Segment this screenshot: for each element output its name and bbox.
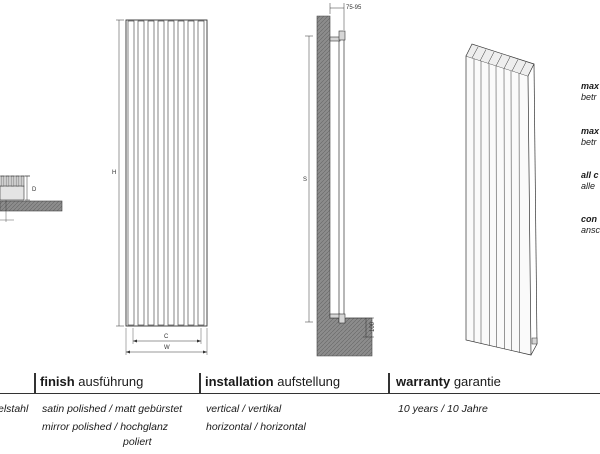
- side-note-2: max betr: [581, 126, 599, 148]
- finish-line-1: satin polished / matt gebürstet: [42, 403, 183, 415]
- warranty-label: garantie: [453, 374, 501, 389]
- top-view-section: [0, 175, 63, 222]
- installation-header: installation aufstellung: [205, 374, 340, 389]
- finish-key: finish: [40, 374, 75, 389]
- dim-bottom-gap-label: 100: [370, 321, 376, 332]
- side-note-2-title: max: [581, 126, 600, 136]
- isometric-view: [465, 43, 538, 356]
- installation-line-1: vertical / vertikal: [206, 403, 282, 415]
- side-note-4: con ansc: [581, 214, 600, 236]
- dim-h-label: H: [112, 170, 116, 176]
- side-note-3-title: all c: [581, 170, 599, 180]
- table-divider-1: [34, 373, 36, 393]
- side-elevation: [305, 3, 374, 357]
- warranty-header: warranty garantie: [396, 374, 501, 389]
- finish-label: ausführung: [78, 374, 144, 389]
- installation-key: installation: [205, 374, 274, 389]
- side-note-2-text: betr: [581, 137, 597, 147]
- side-note-3: all c alle: [581, 170, 599, 192]
- side-note-1-title: max: [581, 81, 600, 91]
- table-divider-3: [388, 373, 390, 393]
- finish-header: finish ausführung: [40, 374, 143, 389]
- side-note-4-title: con: [581, 214, 598, 224]
- dim-wall-gap-label: 75-95: [346, 5, 362, 11]
- side-note-1: max betr: [581, 81, 599, 103]
- finish-line-3: poliert: [123, 436, 152, 448]
- front-elevation: [116, 19, 208, 355]
- material-cell-partial: elstahl: [0, 403, 29, 415]
- finish-line-2: mirror polished / hochglanz: [42, 421, 169, 433]
- installation-label: aufstellung: [277, 374, 341, 389]
- side-note-4-text: ansc: [581, 225, 600, 235]
- side-note-3-text: alle: [581, 181, 596, 191]
- dim-s-label: S: [303, 177, 307, 183]
- warranty-key: warranty: [396, 374, 451, 389]
- warranty-line-1: 10 years / 10 Jahre: [398, 403, 488, 415]
- table-header-underline: [0, 393, 600, 394]
- installation-line-2: horizontal / horizontal: [206, 421, 306, 433]
- table-divider-2: [199, 373, 201, 393]
- dim-w-label: W: [164, 345, 170, 351]
- side-note-1-text: betr: [581, 92, 597, 102]
- dim-c-label: C: [164, 334, 169, 340]
- dim-d-label: D: [32, 187, 37, 193]
